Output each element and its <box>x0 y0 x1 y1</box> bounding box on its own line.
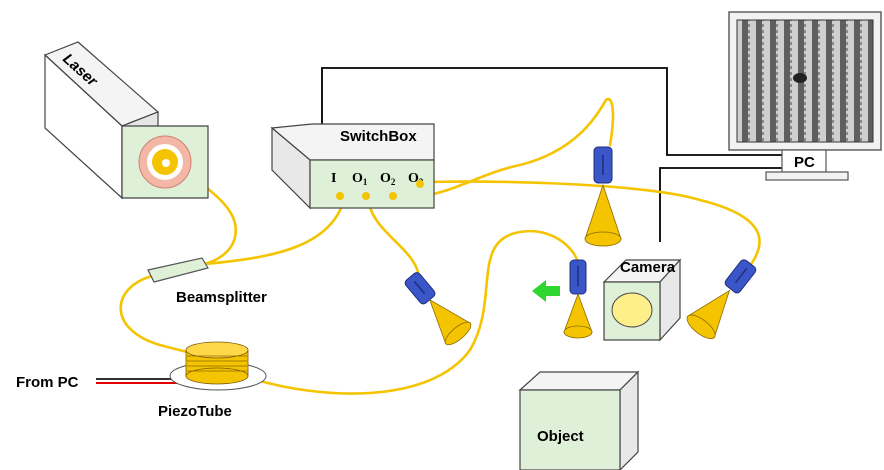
camera: Camera <box>602 258 682 342</box>
beamsplitter: Beamsplitter <box>147 257 267 306</box>
probe-c <box>563 259 593 339</box>
beamsplitter-label: Beamsplitter <box>176 289 267 306</box>
port-o1-label: O <box>352 171 363 186</box>
port-o3-label: O <box>408 171 419 186</box>
camera-label: Camera <box>620 259 676 276</box>
pc-monitor: PC <box>728 11 882 181</box>
probe-d <box>686 259 757 340</box>
port-o2-label: O <box>380 171 391 186</box>
green-arrow-icon <box>532 280 560 302</box>
probe-b <box>584 146 622 247</box>
port-i-label: I <box>331 171 336 186</box>
svg-text:O2: O2 <box>380 171 396 187</box>
laser-unit: Laser <box>43 41 209 200</box>
signal-wires <box>96 67 790 384</box>
port-o2-connector <box>389 192 397 200</box>
port-i-connector <box>336 192 344 200</box>
piezotube: PiezoTube <box>158 341 267 420</box>
port-o1-connector <box>362 192 370 200</box>
switchbox: SwitchBox I O1 O2 O3 <box>270 123 435 210</box>
piezotube-label: PiezoTube <box>158 403 232 420</box>
switchbox-label: SwitchBox <box>340 128 417 145</box>
optical-fibers <box>119 97 761 395</box>
probe-a <box>404 272 472 346</box>
from-pc-label: From PC <box>16 374 79 391</box>
svg-text:O1: O1 <box>352 171 368 187</box>
object-box: Object <box>518 370 640 470</box>
pc-label: PC <box>794 154 815 171</box>
object-label: Object <box>537 428 584 445</box>
port-o3-connector <box>416 180 424 188</box>
